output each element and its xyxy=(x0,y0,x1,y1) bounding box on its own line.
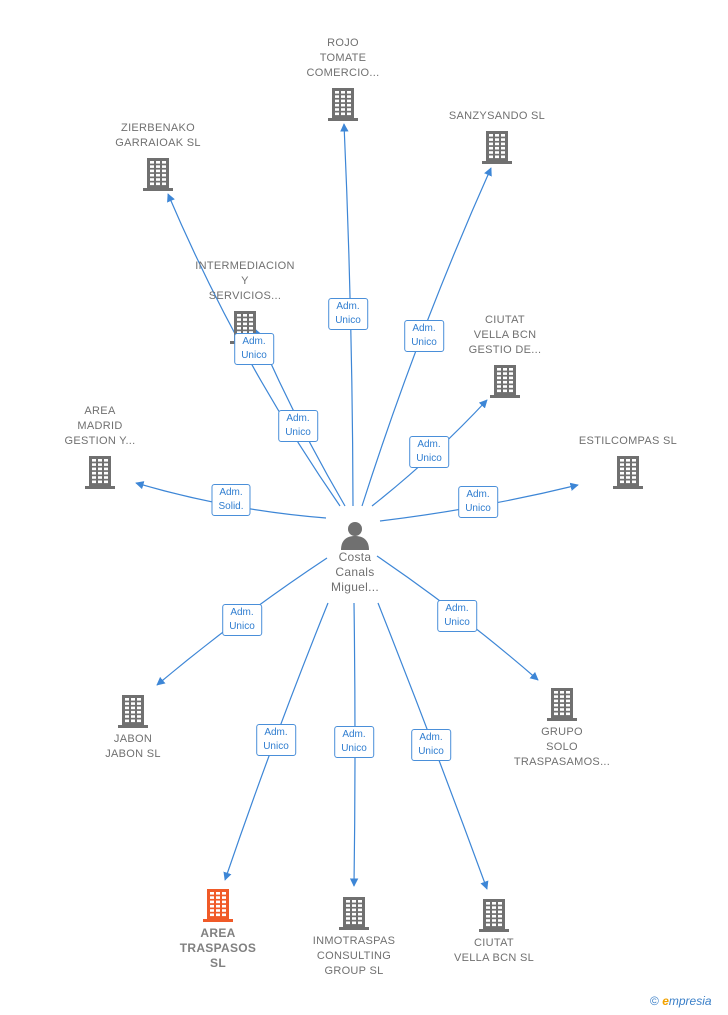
company-node-rojo[interactable]: ROJO TOMATE COMERCIO... xyxy=(268,36,418,121)
company-name: SANZYSANDO SL xyxy=(448,110,546,122)
company-node-zierbenako[interactable]: ZIERBENAKO GARRAIOAK SL xyxy=(83,121,233,191)
role-label-estilcompas[interactable]: Adm. Unico xyxy=(458,486,498,518)
company-name: ZIERBENAKO GARRAIOAK SL xyxy=(115,122,201,149)
copyright-symbol: © xyxy=(650,994,659,1008)
company-node-grupo[interactable]: GRUPO SOLO TRASPASAMOS... xyxy=(487,687,637,770)
building-icon xyxy=(118,695,148,728)
role-label-grupo[interactable]: Adm. Unico xyxy=(437,600,477,632)
building-icon xyxy=(482,131,512,164)
company-node-area-madrid[interactable]: AREA MADRID GESTION Y... xyxy=(25,404,175,489)
role-label-area-traspasos[interactable]: Adm. Unico xyxy=(256,724,296,756)
company-name: JABON JABON SL xyxy=(105,733,161,760)
building-icon xyxy=(490,365,520,398)
role-label-zierbenako[interactable]: Adm. Unico xyxy=(234,333,274,365)
building-icon xyxy=(85,456,115,489)
company-name: CIUTAT VELLA BCN GESTIO DE... xyxy=(468,314,542,356)
building-icon xyxy=(339,897,369,930)
role-label-area-madrid[interactable]: Adm. Solid. xyxy=(211,484,251,516)
role-label-ciutat2[interactable]: Adm. Unico xyxy=(411,729,451,761)
company-name: AREA TRASPASOS SL xyxy=(179,926,257,970)
company-node-ciutat2[interactable]: CIUTAT VELLA BCN SL xyxy=(419,898,569,966)
company-name: ESTILCOMPAS SL xyxy=(578,435,678,447)
person-icon xyxy=(341,522,369,550)
company-name: AREA MADRID GESTION Y... xyxy=(64,405,136,447)
role-label-inmotraspas[interactable]: Adm. Unico xyxy=(334,726,374,758)
building-icon xyxy=(203,889,233,922)
role-label-intermediacion[interactable]: Adm. Unico xyxy=(278,410,318,442)
company-node-sanzysando[interactable]: SANZYSANDO SL xyxy=(422,109,572,164)
role-label-rojo[interactable]: Adm. Unico xyxy=(328,298,368,330)
company-node-jabon[interactable]: JABON JABON SL xyxy=(58,694,208,762)
building-icon xyxy=(143,158,173,191)
building-icon xyxy=(479,899,509,932)
company-name: GRUPO SOLO TRASPASAMOS... xyxy=(513,726,611,768)
company-name: CIUTAT VELLA BCN SL xyxy=(453,937,535,964)
company-node-area-traspasos[interactable]: AREA TRASPASOS SL xyxy=(143,888,293,971)
building-icon xyxy=(613,456,643,489)
center-person[interactable]: Costa Canals Miguel... xyxy=(295,520,415,595)
brand-footer[interactable]: © empresia xyxy=(650,994,712,1008)
company-name: ROJO TOMATE COMERCIO... xyxy=(306,37,380,79)
company-node-inmotraspas[interactable]: INMOTRASPAS CONSULTING GROUP SL xyxy=(279,896,429,979)
company-name: INTERMEDIACION Y SERVICIOS... xyxy=(195,260,295,302)
company-node-ciutat1[interactable]: CIUTAT VELLA BCN GESTIO DE... xyxy=(430,313,580,398)
person-name: Costa Canals Miguel... xyxy=(330,550,380,594)
company-node-estilcompas[interactable]: ESTILCOMPAS SL xyxy=(553,434,703,489)
company-name: INMOTRASPAS CONSULTING GROUP SL xyxy=(312,935,396,977)
brand-logo-letter: e xyxy=(662,994,669,1008)
brand-name: mpresia xyxy=(668,994,712,1008)
building-icon xyxy=(547,688,577,721)
company-node-intermediacion[interactable]: INTERMEDIACION Y SERVICIOS... xyxy=(170,259,320,344)
building-icon xyxy=(328,88,358,121)
role-label-sanzysando[interactable]: Adm. Unico xyxy=(404,320,444,352)
role-label-jabon[interactable]: Adm. Unico xyxy=(222,604,262,636)
role-label-ciutat1[interactable]: Adm. Unico xyxy=(409,436,449,468)
